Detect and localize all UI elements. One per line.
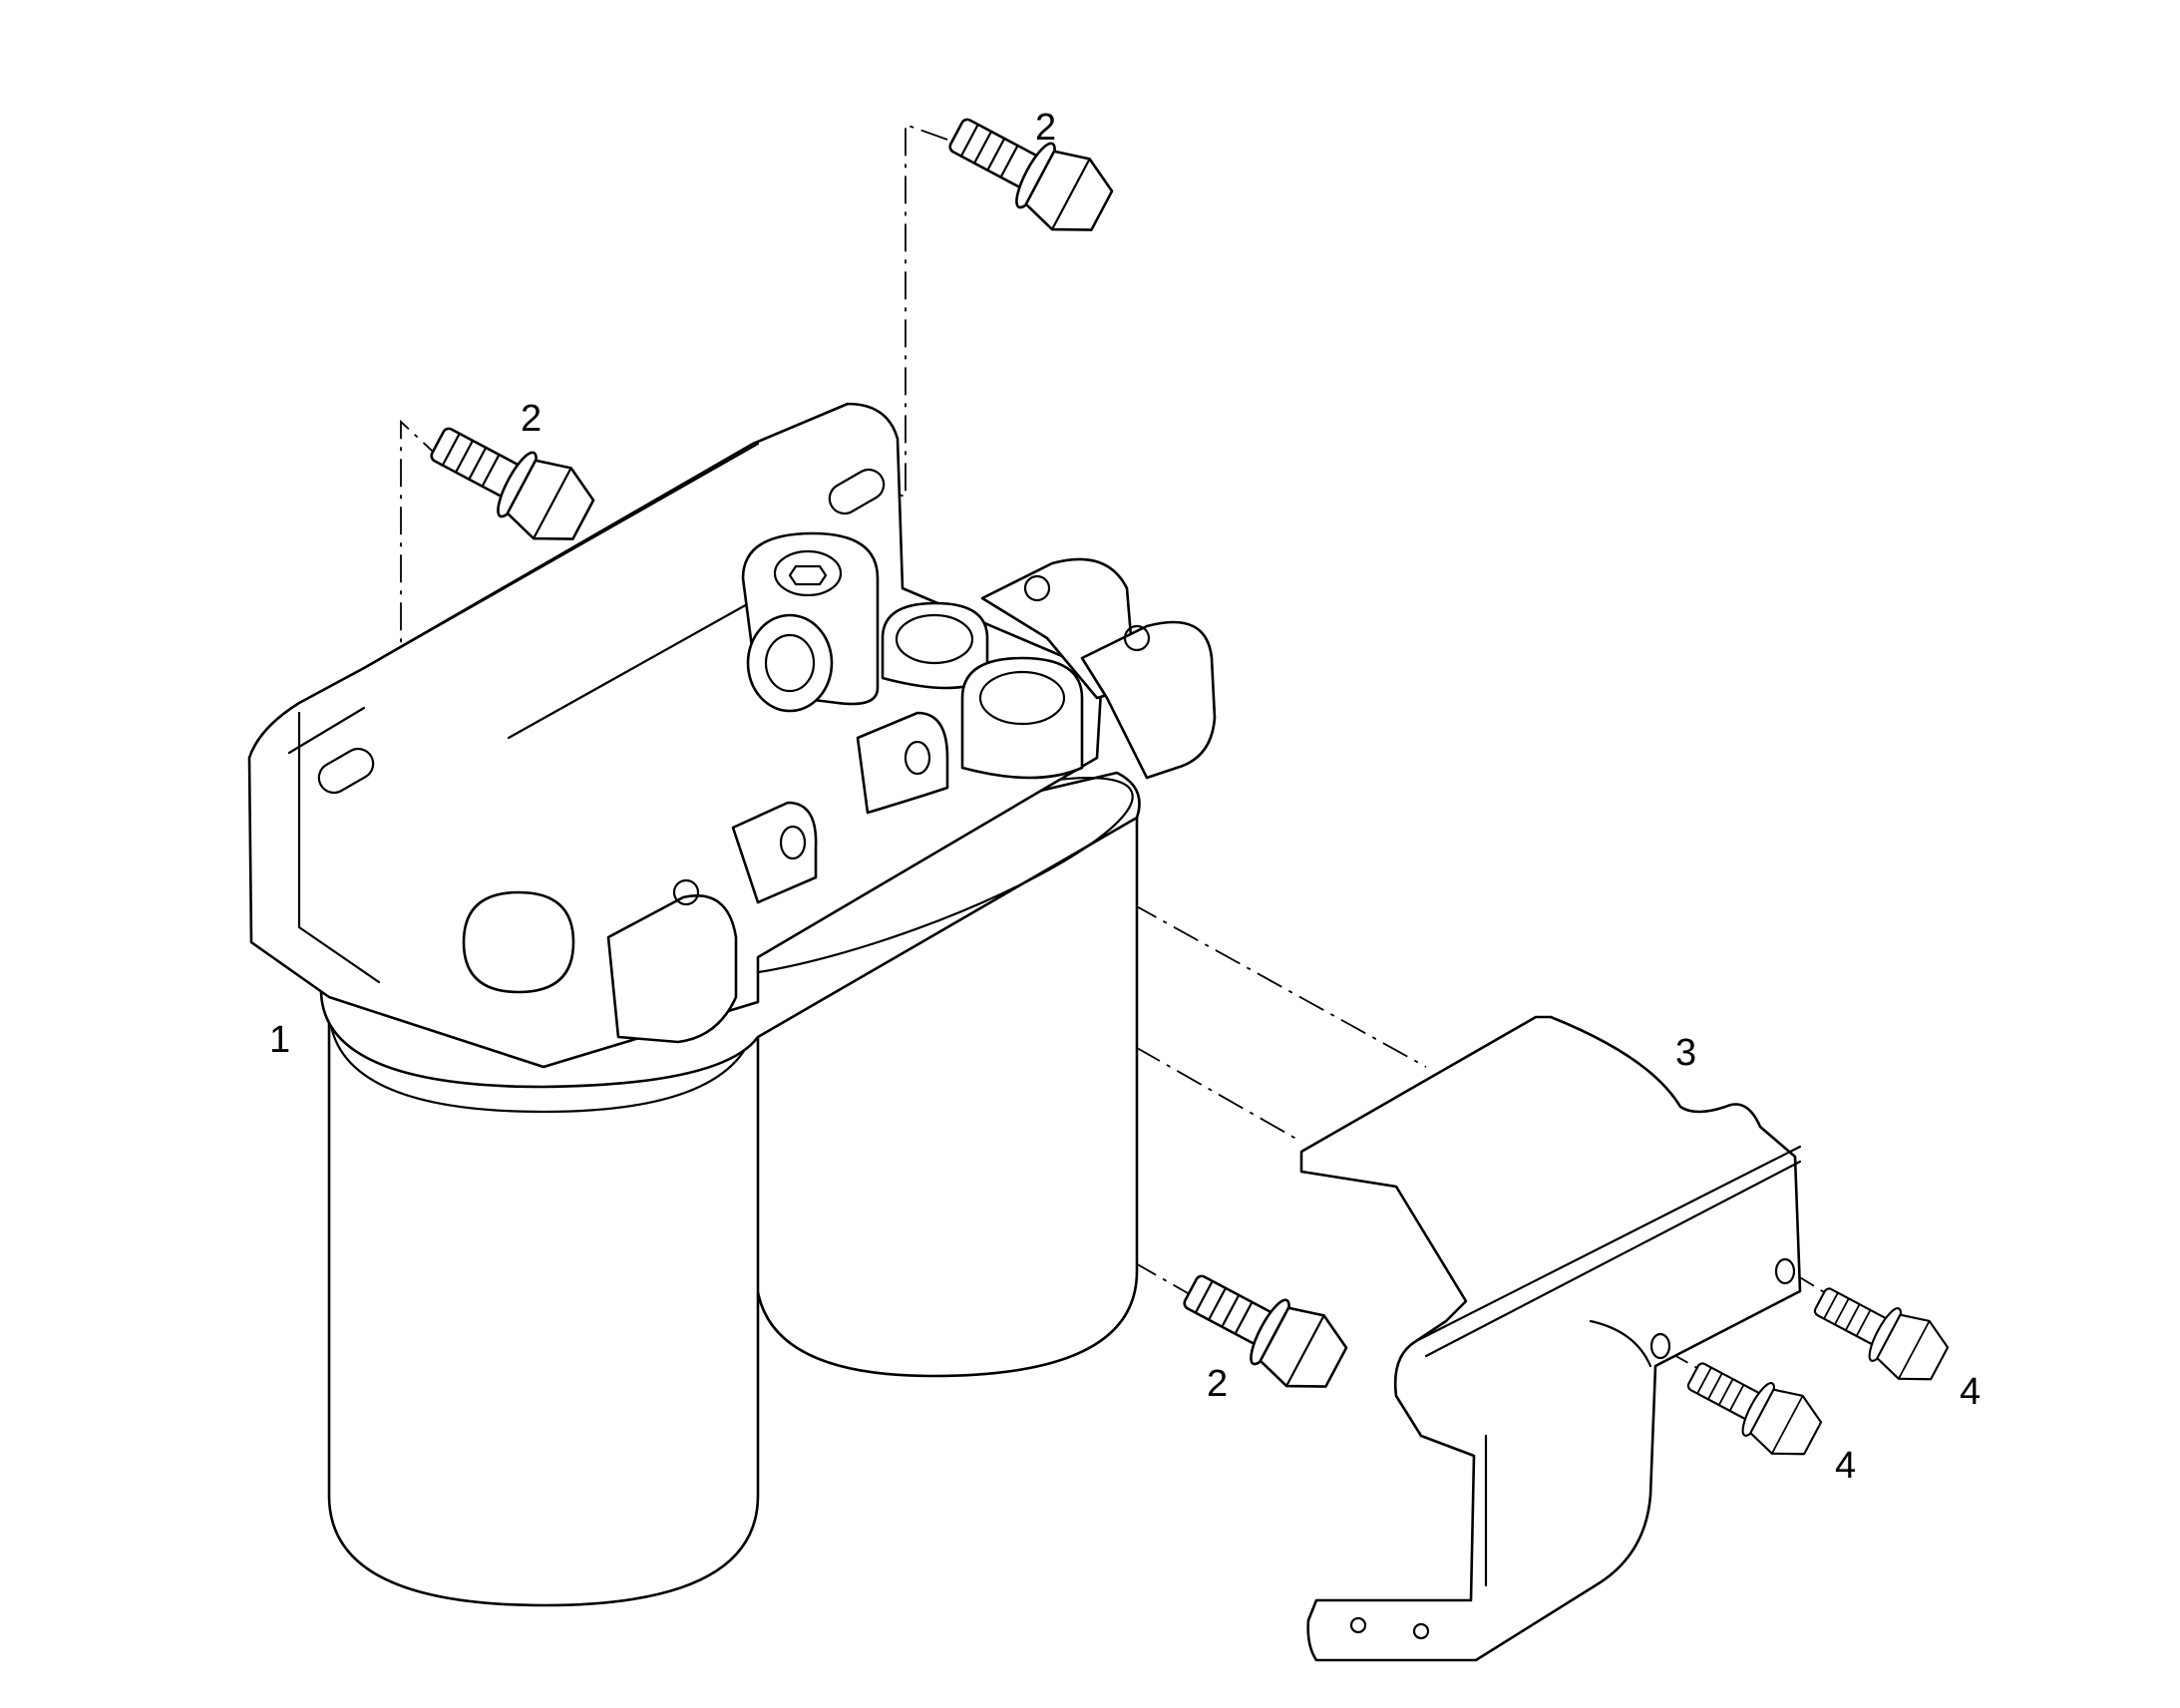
flange-bolt-bottom (1183, 1274, 1348, 1388)
center-line-top-left-bolt (360, 419, 445, 805)
callout-bolt-bottom: 2 (1207, 1363, 1228, 1405)
callout-bracket-bolt-right: 4 (1960, 1371, 1981, 1413)
flange-bolt-top-left (430, 427, 595, 540)
flange-bolt-top-right (948, 118, 1114, 231)
flange-bolt-bracket-left (1686, 1362, 1823, 1456)
flange-bolt-bracket-right (1813, 1287, 1950, 1381)
front-filter-canister (327, 1000, 760, 1607)
callout-bolt-top-right: 2 (1035, 107, 1056, 149)
filter-head-ports (462, 531, 1217, 1044)
filter-assembly (247, 402, 1217, 1607)
callout-bracket-bolt-left: 4 (1835, 1445, 1856, 1487)
callout-bracket: 3 (1675, 1032, 1696, 1074)
mounting-bracket (1299, 1015, 1802, 1662)
callout-filter-assembly: 1 (269, 1019, 290, 1061)
callout-labels: 2 2 1 3 2 4 4 (269, 107, 1981, 1487)
callout-bolt-top-left: 2 (521, 398, 542, 440)
